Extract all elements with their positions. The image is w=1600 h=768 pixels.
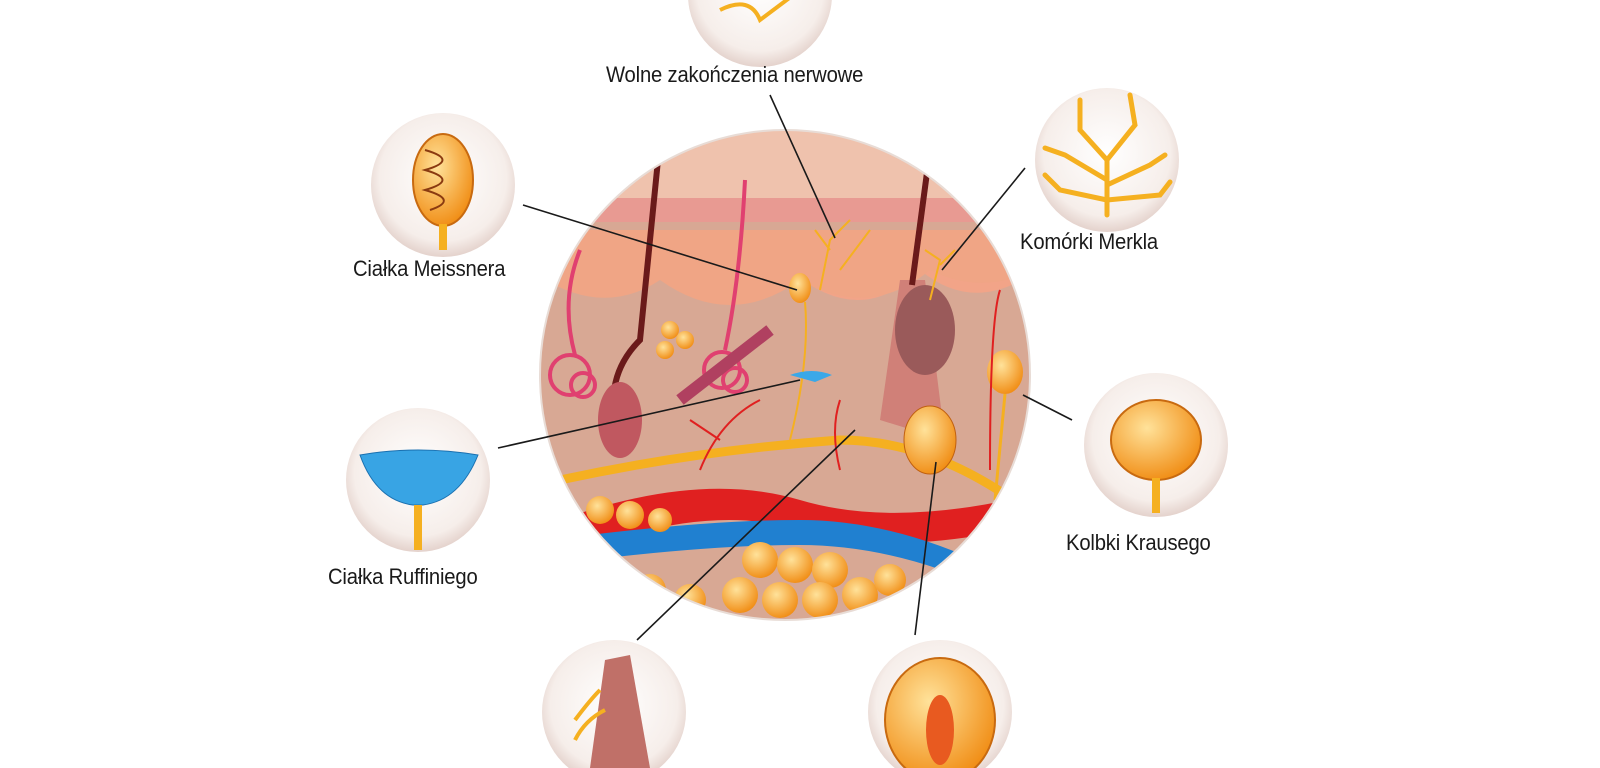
merkel-cells-detail	[1035, 88, 1179, 232]
ruffini-ending	[790, 371, 832, 382]
stratum-corneum	[540, 130, 1030, 200]
arrector-pili-muscle	[676, 325, 774, 405]
skin-cross-section	[540, 130, 1030, 620]
label-merkel-cells: Komórki Merkla	[1020, 229, 1159, 254]
meissner-corpuscle-detail	[371, 113, 515, 257]
free-nerve-endings-detail	[688, 0, 832, 67]
free-nerve-endings	[814, 219, 956, 301]
krause-end-bulb	[987, 350, 1023, 394]
krause-end-bulb-detail	[1084, 373, 1228, 517]
pacinian-corpuscle	[903, 405, 957, 475]
label-ruffini-corpuscles: Ciałka Ruffiniego	[328, 564, 478, 589]
hair-follicle-receptor-detail	[542, 640, 686, 768]
label-meissner-corpuscles: Ciałka Meissnera	[353, 256, 506, 281]
epidermis-basal-layer	[540, 198, 1030, 222]
pacinian-corpuscle-detail	[868, 640, 1012, 768]
label-krause-end-bulbs: Kolbki Krausego	[1066, 530, 1211, 555]
capillaries	[689, 289, 1001, 471]
meissner-corpuscle	[789, 273, 811, 303]
sebaceous-gland	[895, 285, 955, 375]
vein	[550, 520, 1030, 620]
label-free-nerve-endings: Wolne zakończenia nerwowe	[606, 62, 864, 87]
ruffini-corpuscle-detail	[346, 408, 490, 552]
nerve-trunk	[559, 435, 1030, 524]
leader-lines	[497, 94, 1073, 641]
sweat-glands	[548, 179, 749, 399]
